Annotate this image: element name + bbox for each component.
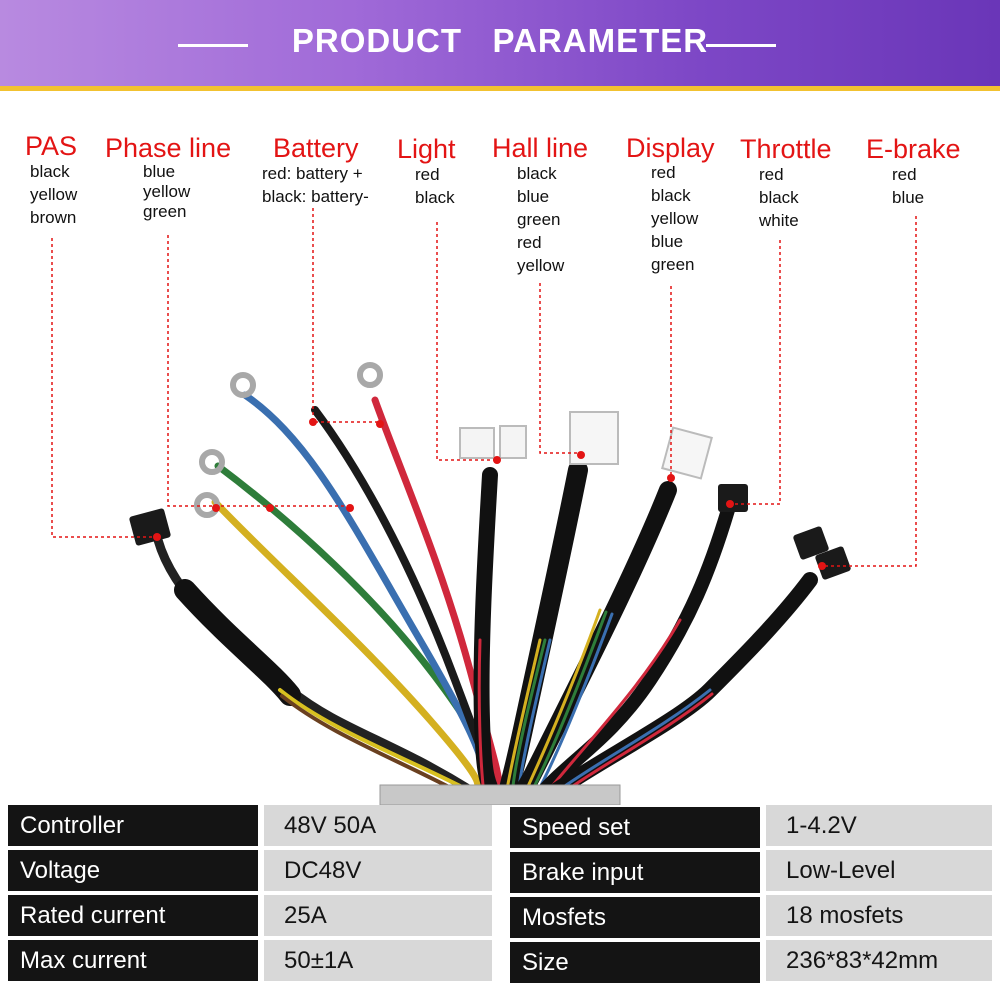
spec-label: Speed set [510, 807, 760, 848]
header-rule [0, 86, 1000, 91]
wire-color: yellow [143, 182, 191, 201]
wire-color: green [517, 210, 561, 229]
wire-color: black: battery- [262, 187, 369, 206]
connector-label-pas: PAS [25, 131, 78, 161]
spec-value: 50±1A [264, 940, 492, 981]
spec-label: Controller [8, 805, 258, 846]
spec-label: Rated current [8, 895, 258, 936]
wire-color: red [415, 165, 440, 184]
plug-connectors [129, 411, 851, 580]
title-dash-right [706, 44, 776, 47]
wire-color: black [30, 162, 70, 181]
wire-color: black [415, 188, 455, 207]
spec-value: Low-Level [766, 850, 992, 891]
connector-label-light: Light [397, 134, 456, 164]
wire-color: red [517, 233, 542, 252]
spec-label: Mosfets [510, 897, 760, 938]
wire-color: yellow [651, 209, 699, 228]
wire-list-light: red black [415, 163, 455, 209]
wire-color: black [517, 164, 557, 183]
wire-color: green [143, 202, 187, 221]
spec-value: 18 mosfets [766, 895, 992, 936]
wire-color: yellow [30, 185, 78, 204]
wire-color: black [651, 186, 691, 205]
wire-color: red: battery + [262, 164, 363, 183]
connector-label-battery: Battery [273, 133, 359, 163]
spec-value: 48V 50A [264, 805, 492, 846]
page-title: PRODUCT PARAMETER [291, 22, 709, 59]
connector-label-hall-line: Hall line [492, 133, 589, 163]
wire-list-battery: red: battery + black: battery- [262, 162, 369, 208]
wire-color: blue [517, 187, 550, 206]
spec-value: 1-4.2V [766, 805, 992, 846]
wire-color: blue [892, 188, 925, 207]
title-dash-left [178, 44, 248, 47]
wire-list-pas: black yellow brown [30, 160, 77, 229]
controller-case [379, 784, 621, 805]
connector-label-e-brake: E-brake [866, 134, 961, 164]
controller-wiring-illustration [51, 208, 917, 805]
spec-value: DC48V [264, 850, 492, 891]
ring-terminals [194, 362, 383, 518]
wire-list-e-brake: red blue [892, 163, 924, 209]
callout-leaders [51, 208, 917, 567]
wire-color: green [651, 255, 695, 274]
spec-label: Brake input [510, 852, 760, 893]
spec-label: Size [510, 942, 760, 983]
wire-color: blue [651, 232, 684, 251]
wire-color: brown [30, 208, 77, 227]
callout-markers [153, 418, 826, 570]
connector-label-throttle: Throttle [740, 134, 832, 164]
wire-color: black [759, 188, 799, 207]
spec-value: 236*83*42mm [766, 940, 992, 981]
wire-color: red [651, 163, 676, 182]
spec-label: Voltage [8, 850, 258, 891]
wire-list-throttle: red black white [759, 163, 799, 232]
wire-color: yellow [517, 256, 565, 275]
header-banner [0, 0, 1000, 86]
wire-color: red [892, 165, 917, 184]
wire-color: red [759, 165, 784, 184]
spec-value: 25A [264, 895, 492, 936]
wire-list-phase-line: blue yellow green [143, 162, 190, 222]
spec-label: Max current [8, 940, 258, 981]
wire-bundle [153, 391, 818, 805]
wire-color: blue [143, 162, 176, 181]
connector-label-phase-line: Phase line [105, 133, 232, 163]
wire-list-display: red black yellow blue green [651, 161, 698, 276]
wire-list-hall-line: black blue green red yellow [517, 162, 564, 277]
wire-color: white [759, 211, 799, 230]
connector-label-display: Display [626, 133, 715, 163]
